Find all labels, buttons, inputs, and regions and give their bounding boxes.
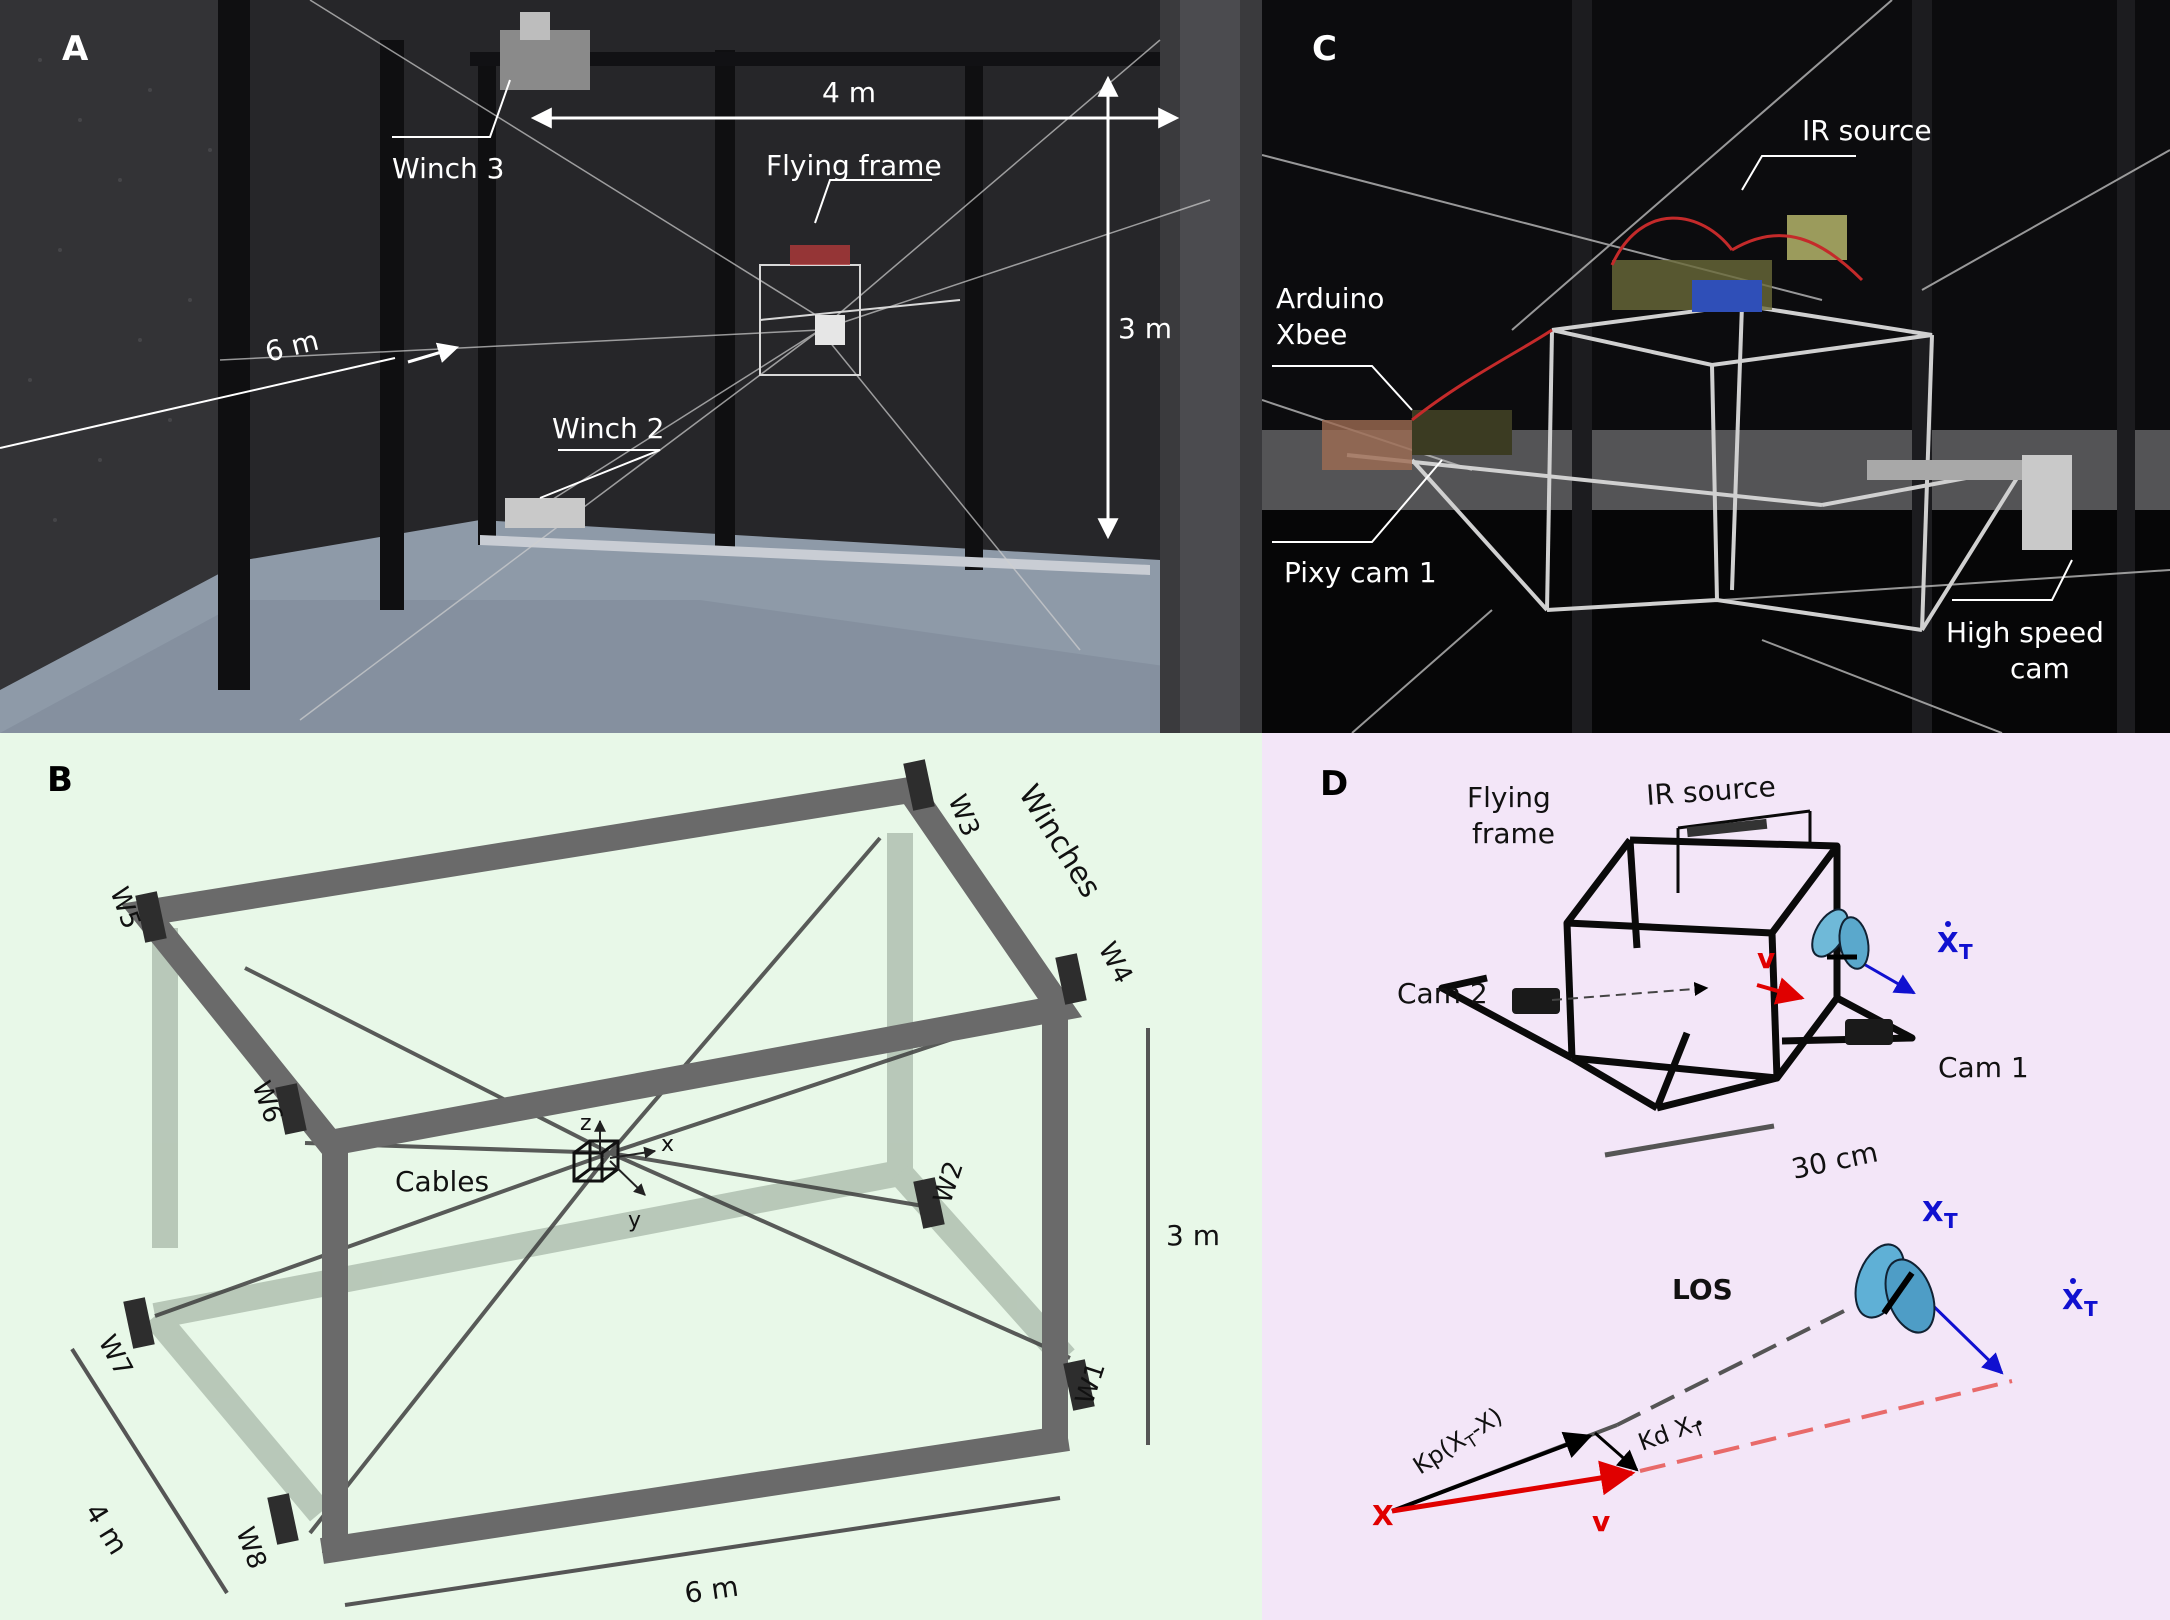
label-30cm: 30 cm <box>1789 1135 1881 1185</box>
axes <box>594 1119 657 1196</box>
label-ir-source-d: IR source <box>1645 770 1777 812</box>
panel-d-letter: D <box>1320 764 1348 804</box>
high-speed-cam-leader <box>1952 559 2073 601</box>
cam1-block <box>1845 1019 1893 1045</box>
label-xbee: Xbee <box>1276 318 1347 351</box>
label-4m: 4 m <box>822 76 876 109</box>
label-cables: Cables <box>395 1165 489 1198</box>
label-dim-6m: 6 m <box>682 1570 740 1610</box>
dim-30cm-line <box>1604 1123 1775 1158</box>
panel-d-guidance: D Flying frame IR source Cam 2 Cam 1 30 … <box>1262 733 2170 1620</box>
panel-c-letter: C <box>1312 29 1337 69</box>
flying-frame-cube <box>572 1139 620 1183</box>
label-xt-dot-bottom-sub: T <box>2084 1297 2098 1321</box>
panel-d-diagram: D Flying frame IR source Cam 2 Cam 1 30 … <box>1320 764 2098 1538</box>
label-dim-4m: 4 m <box>78 1497 135 1560</box>
label-xt-dot-bottom: X <box>2062 1283 2084 1316</box>
label-xt-dot-top: X <box>1937 926 1959 959</box>
label-high-speed: High speed <box>1946 616 2104 649</box>
los-line-dashed <box>1616 1305 1853 1427</box>
panel-c-annotations: C IR source Arduino Xbee Pixy cam 1 High… <box>1272 29 2104 685</box>
winch2-device <box>505 498 585 528</box>
label-arduino: Arduino <box>1276 282 1384 315</box>
butterfly-bottom-icon <box>1854 1243 1936 1334</box>
label-winches: Winches <box>1011 779 1107 904</box>
winch-label-w4: W4 <box>1092 937 1138 988</box>
label-winch2: Winch 2 <box>552 412 664 445</box>
panel-c-scene <box>1262 0 2170 733</box>
pixy-cam-leader <box>1272 459 1443 543</box>
label-v-top: v <box>1757 942 1775 975</box>
panel-a-letter: A <box>62 29 89 69</box>
panel-b-schematic: B W1 W2 W3 W4 W5 W6 W7 W8 Winches Cables… <box>0 733 1262 1620</box>
label-xt-dot-top-sub: T <box>1959 940 1973 964</box>
axis-label-x: x <box>661 1132 674 1157</box>
kd-arrow <box>1594 1431 1639 1472</box>
kp-arrow <box>1391 1431 1593 1513</box>
label-3m: 3 m <box>1118 312 1172 345</box>
arduino-board <box>1412 410 1512 455</box>
butterfly-top-icon <box>1811 908 1870 970</box>
battery <box>1692 280 1762 312</box>
label-cam1: Cam 1 <box>1938 1051 2029 1084</box>
axis-label-z: z <box>580 1111 592 1136</box>
axis-label-y: y <box>628 1208 641 1233</box>
winch-label-w2: W2 <box>928 1158 970 1207</box>
high-speed-cam-body <box>2022 455 2072 550</box>
winch-blocks <box>123 759 1095 1545</box>
target-velocity-arrow-top <box>1861 961 1916 995</box>
frame-structure <box>1346 302 2063 632</box>
label-cam2: Cam 2 <box>1397 977 1488 1010</box>
label-winch3: Winch 3 <box>392 152 504 185</box>
label-frame: frame <box>1472 817 1555 850</box>
panel-b-letter: B <box>47 760 73 800</box>
label-flying: Flying <box>1467 781 1551 814</box>
label-flying-frame: Flying frame <box>766 149 942 182</box>
winch2-leader <box>539 449 661 499</box>
label-pixy-cam: Pixy cam 1 <box>1284 556 1437 589</box>
dim-4m-line <box>70 1347 229 1595</box>
label-dim-3m: 3 m <box>1166 1219 1220 1252</box>
flying-frame-leader <box>814 179 932 224</box>
label-los: LOS <box>1672 1273 1733 1306</box>
ir-source-bar <box>1686 818 1768 838</box>
predicted-path-dashed <box>1639 1379 2013 1473</box>
label-xt-position: X <box>1922 1195 1944 1228</box>
winch3-leader <box>392 79 511 138</box>
panel-c-photo-frame: C IR source Arduino Xbee Pixy cam 1 High… <box>1262 0 2170 733</box>
label-6m: 6 m <box>262 324 322 369</box>
label-xt-position-sub: T <box>1944 1209 1958 1233</box>
label-kd: Kd XT <box>1634 1408 1707 1462</box>
frame-top <box>120 775 1083 1158</box>
label-x-origin: X <box>1372 1499 1394 1532</box>
label-high-speed-cam: cam <box>2010 652 2070 685</box>
label-ir-source: IR source <box>1802 114 1932 147</box>
length-6m-arrow <box>407 342 460 364</box>
camera-rail <box>1867 460 2027 480</box>
left-wall <box>0 0 245 690</box>
panel-b-diagram: B W1 W2 W3 W4 W5 W6 W7 W8 Winches Cables… <box>47 759 1220 1610</box>
dim-6m-line <box>344 1496 1061 1607</box>
label-v-bottom: v <box>1592 1505 1610 1538</box>
panel-a-annotations: A 4 m Winch 3 Flying frame 6 m 3 m Winch… <box>62 29 1180 540</box>
velocity-arrow-bottom <box>1391 1460 1636 1514</box>
cam2-block <box>1512 988 1560 1014</box>
winch-label-w8: W8 <box>229 1523 272 1573</box>
ir-source-leader <box>1741 155 1856 191</box>
frame-bottom-front <box>320 1425 1070 1564</box>
velocity-arrow-top <box>1756 977 1805 1005</box>
arduino-leader <box>1272 365 1413 411</box>
panel-a-photo-room: A 4 m Winch 3 Flying frame 6 m 3 m Winch… <box>0 0 1262 733</box>
